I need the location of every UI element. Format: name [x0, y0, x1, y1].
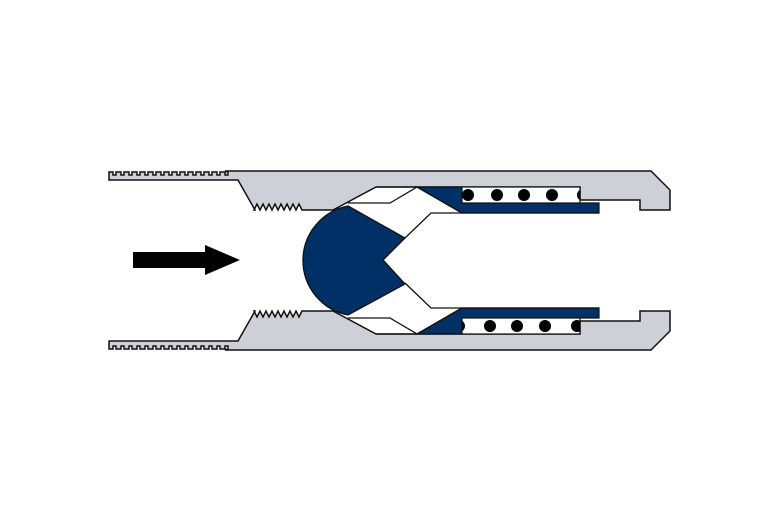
poppet-guide-top — [348, 186, 599, 239]
spring-coil — [571, 320, 580, 332]
spring-coil — [577, 189, 580, 201]
spring-coil — [511, 320, 523, 332]
spring-coil — [539, 320, 551, 332]
valve-top-half — [108, 170, 671, 239]
spring-coil — [546, 189, 558, 201]
spring-coil — [462, 320, 465, 332]
spring-coil — [491, 189, 503, 201]
spring-coils-top — [462, 189, 580, 201]
valve-body-top — [108, 170, 671, 212]
spring-coils-bottom — [462, 320, 580, 332]
spring-coil — [518, 189, 530, 201]
valve-body-bottom — [108, 309, 671, 351]
spring-coil — [462, 189, 474, 201]
poppet-ball — [302, 205, 407, 316]
poppet-guide-bottom — [348, 282, 599, 335]
spring-coil — [484, 320, 496, 332]
flow-arrow-icon — [133, 245, 240, 275]
